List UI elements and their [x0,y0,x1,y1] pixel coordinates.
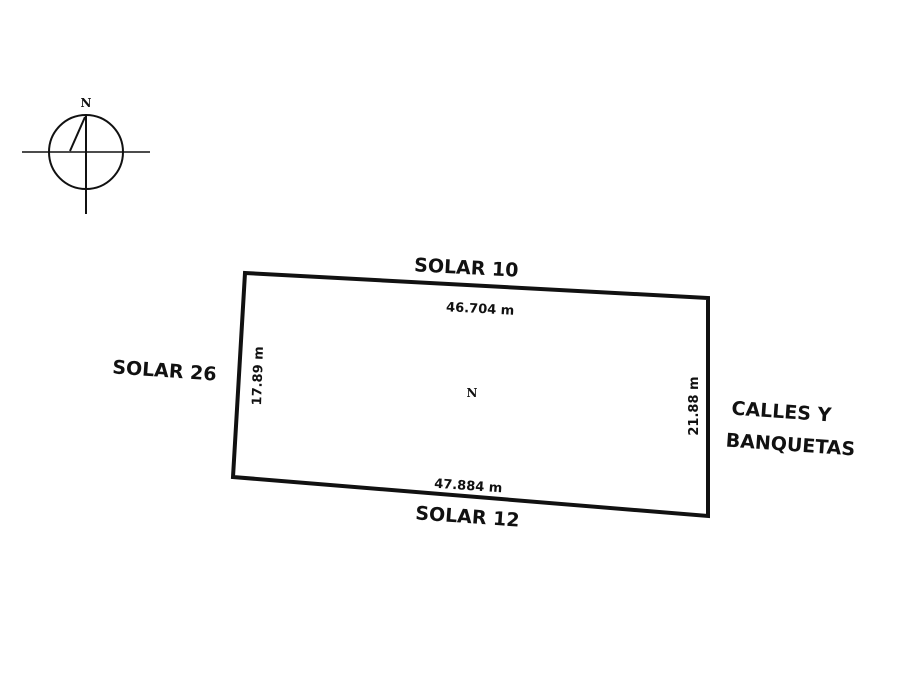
neighbor-south-label: SOLAR 12 [415,502,521,531]
dimension-north: 46.704 m [446,300,515,319]
dimension-east: 21.88 m [687,376,702,435]
neighbor-east-label-line2: BANQUETAS [725,430,856,461]
neighbor-east-label-line1: CALLES Y [731,398,832,427]
lot-boundary [230,270,710,519]
dimension-west: 17.89 m [250,346,267,406]
neighbor-west-label: SOLAR 26 [112,356,218,385]
compass-north-label: N [81,96,92,110]
lot-center-mark: N [467,386,478,400]
compass-needle [69,116,86,152]
dimension-south: 47.884 m [434,477,503,497]
neighbor-north-label: SOLAR 10 [414,254,519,281]
north-arrow-compass: N [22,96,150,214]
